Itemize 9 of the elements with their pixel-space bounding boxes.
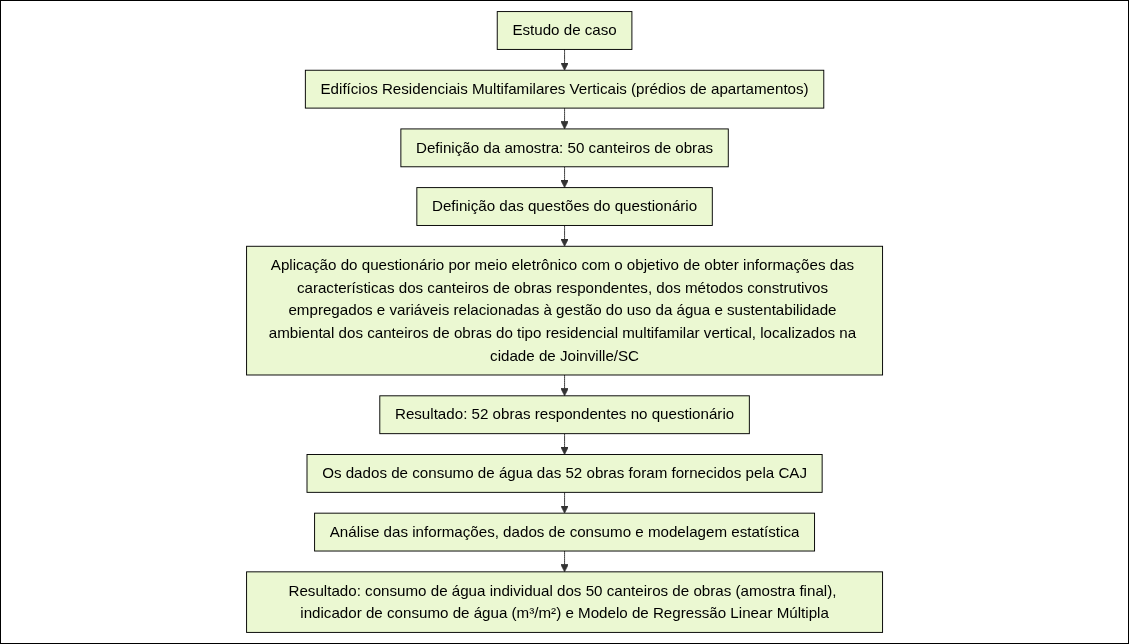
node-box: Os dados de consumo de água das 52 obras foram fornecidos pela CAJ — [306, 454, 823, 493]
node-box: Definição da amostra: 50 canteiros de obras — [400, 128, 729, 168]
node-box: Estudo de caso — [496, 11, 633, 50]
node-box: Definição das questões do questionário — [416, 187, 713, 226]
node-box: Aplicação do questionário por meio eletrônico com o objetivo de obter informações das características dos canteiros de obras respondentes, dos métodos construtivos empregados e variáveis relacionadas à gestão do uso da água e sustentabilidade ambiental dos canteiros de obras do tipo residencial multifamilar vertical, localizados na cidade de Joinville/SC — [246, 245, 883, 376]
node-box: Análise das informações, dados de consumo e modelagem estatística — [314, 512, 815, 552]
node-box: Edifícios Residenciais Multifamilares Verticais (prédios de apartamentos) — [304, 69, 825, 109]
node-box: Resultado: 52 obras respondentes no questionário — [379, 395, 750, 435]
node-box: Resultado: consumo de água individual dos 50 canteiros de obras (amostra final), indicador de consumo de água (m³/m²) e Modelo de Regressão Linear Múltipla — [246, 571, 883, 633]
